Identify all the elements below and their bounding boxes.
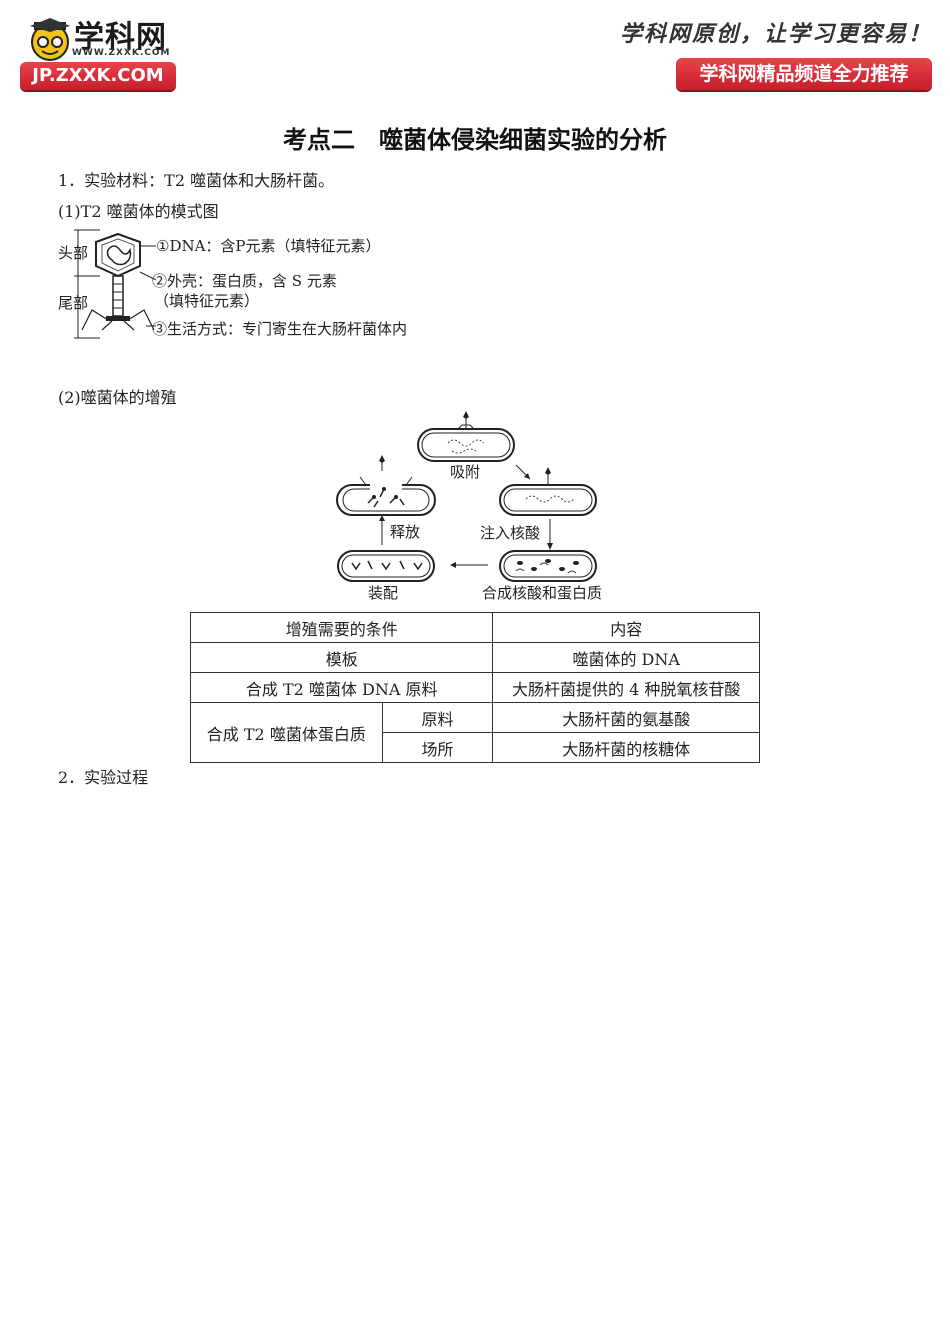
- table-row: 合成 T2 噬菌体 DNA 原料 大肠杆菌提供的 4 种脱氧核苷酸: [189, 672, 760, 703]
- phage-model-diagram: 头部 尾部 ①DNA：含P元素（填特征元素） ②外壳：蛋白质，含 S 元素 （填…: [58, 229, 407, 339]
- stage-release-label: 释放: [390, 523, 420, 541]
- table-header-cell: 内容: [492, 612, 760, 643]
- phage-dna-shape: [106, 245, 132, 266]
- slogan: 学科网原创，让学习更容易！: [619, 21, 932, 47]
- phage-note-dna: ①DNA：含P元素（填特征元素）: [156, 237, 381, 255]
- table-header-cell: 增殖需要的条件: [189, 612, 494, 643]
- section1-heading: 1．实验材料：T2 噬菌体和大肠杆菌。: [58, 171, 335, 190]
- tail-label: 尾部: [58, 294, 88, 312]
- logo[interactable]: [20, 12, 180, 96]
- table-row: 增殖需要的条件 内容: [189, 612, 760, 643]
- table-cell: 大肠杆菌提供的 4 种脱氧核苷酸: [492, 672, 760, 703]
- table-cell: 大肠杆菌的氨基酸: [492, 702, 760, 733]
- phage-note-lifestyle: ③生活方式：专门寄生在大肠杆菌体内: [152, 320, 407, 338]
- subheading-phage-reproduction: (2)噬菌体的增殖: [58, 388, 177, 407]
- logo-badge[interactable]: JP.ZXXK.COM: [20, 62, 176, 90]
- page-title: 考点二 噬菌体侵染细菌实验的分析: [283, 125, 667, 154]
- stage-assemble-label: 装配: [368, 584, 398, 602]
- bacterium-assemble: [337, 550, 435, 582]
- section2-heading: 2．实验过程: [58, 768, 149, 787]
- bacterium-adsorb: [417, 411, 515, 462]
- logo-mascot-icon: [30, 18, 70, 61]
- bacterium-synthesize: [499, 550, 597, 582]
- head-label: 头部: [58, 244, 88, 262]
- stage-synthesize-label: 合成核酸和蛋白质: [482, 584, 602, 602]
- bacterium-release: [336, 455, 436, 516]
- reproduction-conditions-table: 增殖需要的条件 内容 模板 噬菌体的 DNA 合成 T2 噬菌体 DNA 原料 …: [189, 612, 760, 763]
- table-cell: 噬菌体的 DNA: [492, 642, 760, 673]
- table-row: 场所 大肠杆菌的核糖体: [191, 732, 760, 763]
- logo-text: 学科网: [74, 20, 167, 55]
- table-cell: 大肠杆菌的核糖体: [492, 732, 760, 763]
- table-cell: 场所: [381, 732, 494, 763]
- phage-note-coat: ②外壳：蛋白质，含 S 元素: [152, 272, 337, 290]
- phage-reproduction-diagram: 吸附 注入核酸 合成核酸和蛋白质 装配 释放: [336, 411, 602, 602]
- phage-note-coat-hint: （填特征元素）: [154, 292, 259, 310]
- stage-inject-label: 注入核酸: [480, 524, 540, 542]
- bacterium-inject: [499, 467, 597, 516]
- table-cell: 合成 T2 噬菌体蛋白质: [190, 702, 383, 763]
- phage-head-shape: [95, 232, 141, 278]
- table-cell: 合成 T2 噬菌体 DNA 原料: [189, 672, 494, 703]
- subheading-phage-model: (1)T2 噬菌体的模式图: [58, 202, 219, 221]
- table-row: 模板 噬菌体的 DNA: [189, 642, 760, 673]
- phage-tail-shape: [112, 275, 124, 317]
- table-cell: 模板: [189, 642, 494, 673]
- stage-adsorb-label: 吸附: [450, 463, 480, 481]
- table-row: 合成 T2 噬菌体蛋白质 原料 大肠杆菌的氨基酸: [190, 702, 760, 763]
- logo-url: WWW.ZXXK.COM: [72, 48, 171, 58]
- table-cell: 原料: [381, 702, 494, 733]
- channel-badge[interactable]: 学科网精品频道全力推荐: [676, 58, 932, 90]
